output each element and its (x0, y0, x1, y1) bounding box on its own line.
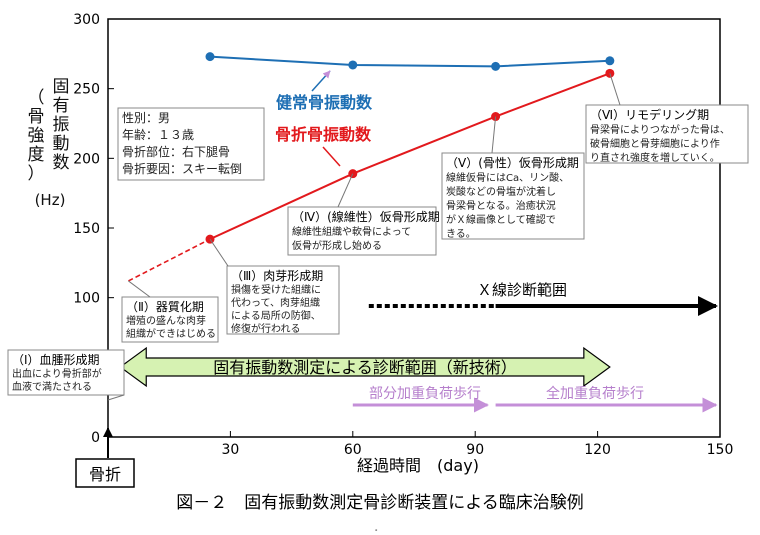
y-tick-label: 0 (91, 430, 100, 446)
phase-6-line: 骨梁骨によりつながった骨は、 (590, 123, 730, 136)
phase-5-line: がＸ線画像として確認で (446, 213, 556, 226)
y-tick-label: 200 (73, 151, 100, 167)
phase-2-title: （Ⅱ）器質化期 (126, 299, 204, 314)
phase-4-line: 線維性組織や軟骨によって (292, 225, 411, 238)
y-axis-label-line1: 固有振動数 (53, 77, 70, 173)
x-tick-label: 150 (707, 442, 734, 458)
phase-1-leader (107, 394, 125, 401)
phase-3-line: 損傷を受けた組織に (231, 283, 321, 296)
x-tick-label: 60 (344, 442, 362, 458)
y-axis-label-unit: (Hz) (35, 191, 66, 209)
phase-5-line: 炭酸などの骨塩が沈着し (446, 185, 556, 198)
series-1-point (491, 61, 501, 71)
series-1-point (605, 56, 615, 66)
x-tick-label: 30 (221, 442, 239, 458)
phase-3-line: 修復が行われる (231, 322, 301, 335)
phase-4-line: 仮骨が形成し始める (292, 239, 382, 252)
healthy-series-label: 健常骨振動数 (276, 93, 373, 112)
series-1-point (205, 52, 215, 62)
fracture-series-label: 骨折骨振動数 (275, 125, 372, 144)
fracture-label: 骨折 (89, 465, 121, 484)
axis-ticks: 30 60 90 120 150 0 100 150 200 250 300 (73, 12, 733, 458)
phase-3-leader (209, 238, 229, 267)
phase-4-box (287, 206, 437, 256)
page-mark: ₔ (375, 526, 378, 533)
patient-info-line: 性別：男 (122, 111, 170, 125)
phase-3-line: による局所の防御、 (231, 309, 321, 322)
phase-5-line: 骨梁骨となる。治癒状況 (446, 199, 556, 212)
patient-info-box (117, 107, 265, 181)
phase-5-title: （Ⅴ）(骨性）仮骨形成期 (446, 156, 579, 170)
phase-2-leader (128, 280, 151, 298)
phase-6-title: （Ⅵ）リモデリング期 (590, 107, 709, 122)
figure-caption: 図－２ 固有振動数測定骨診断装置による臨床治験例 (176, 493, 584, 513)
series-1-line (209, 55, 610, 68)
x-tick-label: 90 (466, 442, 484, 458)
y-tick-label: 150 (73, 221, 100, 237)
y-axis-label: 固有振動数 （骨強度） (Hz) (28, 77, 70, 209)
x-axis-label: 経過時間 (day) (357, 456, 479, 475)
series-2-dashed-segment (128, 238, 211, 282)
new-tech-range-arrow (119, 346, 611, 388)
series-1-point (348, 60, 358, 70)
phase-4-leader (337, 173, 354, 208)
phase-4-title: （Ⅳ）(線維性）仮骨形成期 (292, 209, 440, 224)
phase-5-leader (491, 116, 497, 154)
y-tick-label: 300 (73, 12, 100, 28)
phase-1-line: 出血により骨折部が (12, 367, 102, 380)
phase-1-line: 血液で満たされる (12, 380, 92, 393)
phase-5-line: 線維仮骨にはCa、リン酸、 (446, 171, 569, 184)
phase-6-line: り直され強度を増していく。 (590, 151, 720, 164)
phase-1-title: （Ⅰ）血腫形成期 (12, 353, 100, 367)
phase-5-box (441, 152, 585, 240)
phase-6-line: 破骨細胞と骨芽細胞により作 (590, 137, 720, 150)
phase-3-title: （Ⅲ）肉芽形成期 (231, 269, 323, 283)
partial-load-label: 部分加重負荷歩行 (369, 386, 481, 402)
phase-2-line: 増殖の盛んな肉芽 (126, 314, 206, 327)
xray-range-label: Ｘ線診断範囲 (477, 281, 567, 299)
y-tick-label: 100 (73, 291, 100, 307)
phase-2-line: 組織ができはじめる (126, 327, 216, 340)
x-tick-label: 120 (584, 442, 611, 458)
y-axis-label-line2: （骨強度） (28, 88, 45, 184)
new-tech-range-label: 固有振動数測定による診断範囲（新技術） (213, 358, 517, 377)
phase-5-line: きる。 (446, 228, 476, 240)
phase-6-leader (609, 73, 621, 106)
phase-6-box (585, 104, 749, 164)
fracture-box (75, 458, 135, 488)
phase-3-line: 代わって、肉芽組織 (231, 296, 320, 309)
fracture-series-pointer (322, 146, 341, 167)
healthy-series-pointer (311, 70, 331, 92)
phase-1-box (7, 349, 125, 396)
full-load-label: 全加重負荷歩行 (546, 385, 644, 402)
phase-3-box (226, 265, 340, 335)
y-tick-label: 250 (73, 82, 100, 98)
patient-info-line: 骨折部位：右下腿骨 (122, 144, 230, 159)
series-2-line (209, 72, 611, 241)
patient-info-line: 骨折要因：スキー転倒 (122, 161, 242, 176)
patient-info-line: 年齢：１３歳 (122, 127, 194, 142)
phase-2-box (121, 296, 219, 343)
